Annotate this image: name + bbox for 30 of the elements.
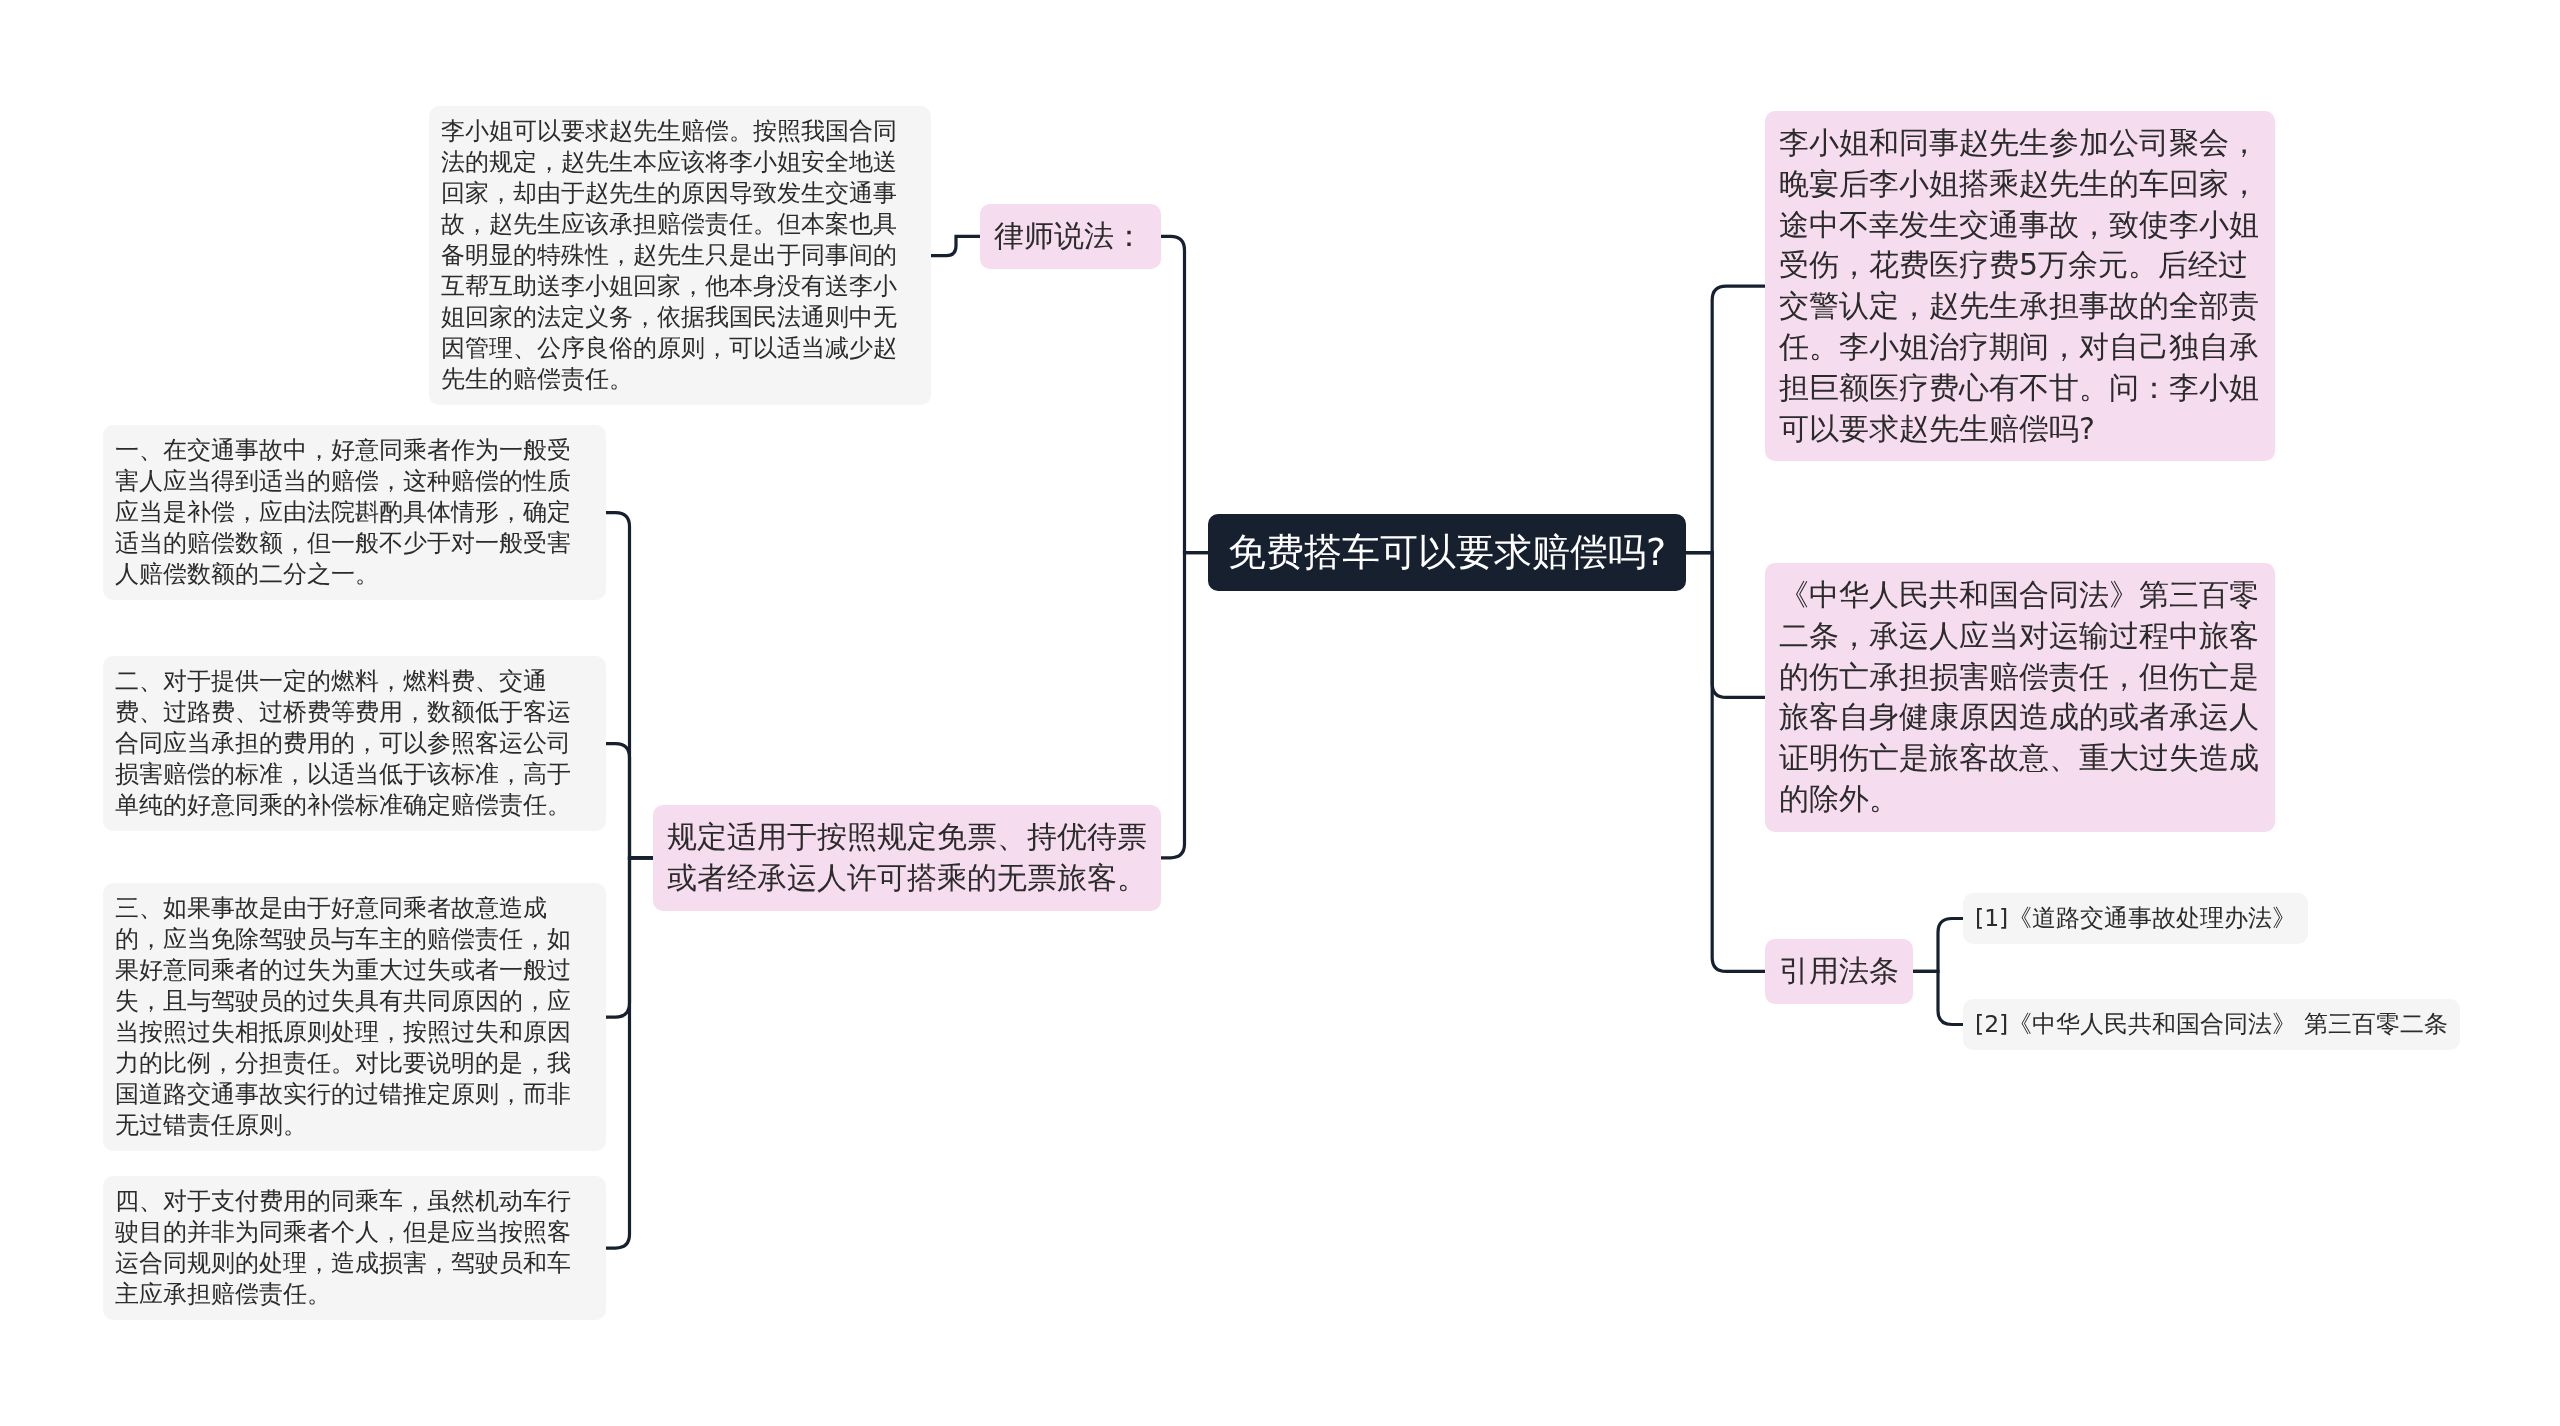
central-topic (1208, 514, 1687, 592)
note-box (103, 883, 606, 1152)
topic-text: 李小姐可以要求赵先生赔偿。按照我国合同法的规定，赵先生本应该将李小姐安全地送回家，却由于赵先生的原因导致发生交通事故，赵先生应该承担赔偿责任。但本案也具备明显的特殊性，赵先生只是出于同事间的互帮互助送李小姐回家，他本身没有送李小姐回家的法定义务，依据我国民法通则中无因管理、公序良俗的原则，可以适当减少赵先生的赔偿责任。 (441, 116, 898, 396)
topic-text: 规定适用于按照规定免票、持优待票或者经承运人许可搭乘的无票旅客。 (667, 818, 1147, 897)
topic-box (653, 805, 1161, 911)
topic-text: 三、如果事故是由于好意同乘者故意造成的，应当免除驾驶员与车主的赔偿责任，如果好意同乘者的过失为重大过失或者一般过失，且与驾驶员的过失具有共同原因的，应当按照过失相抵原则处理，按照过失和原因力的比例，分担责任。对比要说明的是，我国道路交通事故实行的过错推定原则，而非无过错责任原则。 (115, 893, 572, 1142)
topic-text: 四、对于支付费用的同乘车，虽然机动车行驶目的并非为同乘者个人，但是应当按照客运合同规则的处理，造成损害，驾驶员和车主应承担赔偿责任。 (115, 1186, 572, 1311)
connector-line (931, 234, 980, 258)
note-box (429, 106, 931, 406)
connector-line (606, 856, 653, 1250)
topic-text: [1]《道路交通事故处理办法》 (1975, 903, 2297, 934)
connector-line (1161, 551, 1208, 860)
topic-text: 引用法条 (1779, 952, 1899, 990)
note-box (103, 656, 606, 832)
topic-text: [2]《中华人民共和国合同法》 第三百零二条 (1975, 1009, 2448, 1040)
topic-text: 一、在交通事故中，好意同乘者作为一般受害人应当得到适当的赔偿，这种赔偿的性质应当是补偿，应由法院斟酌具体情形，确定适当的赔偿数额，但一般不少于对一般受害人赔偿数额的二分之一。 (115, 435, 572, 591)
note-box (103, 1176, 606, 1321)
topic-box (980, 204, 1161, 269)
reference-box (1963, 893, 2309, 944)
reference-box (1963, 999, 2460, 1050)
topic-text: 二、对于提供一定的燃料，燃料费、交通费、过路费、过桥费等费用，数额低于客运合同应当承担的费用的，可以参照客运公司损害赔偿的标准，以适当低于该标准，高于单纯的好意同乘的补偿标准确定赔偿责任。 (115, 666, 572, 822)
topic-box (1765, 563, 2275, 832)
topic-text: 《中华人民共和国合同法》第三百零二条，承运人应当对运输过程中旅客的伤亡承担损害赔偿责任，但伤亡是旅客自身健康原因造成的或者承运人证明伤亡是旅客故意、重大过失造成的除外。 (1779, 576, 2260, 818)
connector-line (1913, 969, 1963, 1027)
topic-text: 律师说法： (994, 217, 1145, 255)
topic-title: 免费搭车可以要求赔偿吗? (1228, 529, 1667, 576)
topic-box (1765, 939, 1913, 1004)
topic-text: 李小姐和同事赵先生参加公司聚会，晚宴后李小姐搭乘赵先生的车回家，途中不幸发生交通事故，致使李小姐受伤，花费医疗费5万余元。后经过交警认定，赵先生承担事故的全部责任。李小姐治疗期间，对自己独自承担巨额医疗费心有不甘。问：李小姐可以要求赵先生赔偿吗? (1779, 124, 2260, 448)
connector-line (1686, 551, 1765, 973)
note-box (103, 425, 606, 601)
